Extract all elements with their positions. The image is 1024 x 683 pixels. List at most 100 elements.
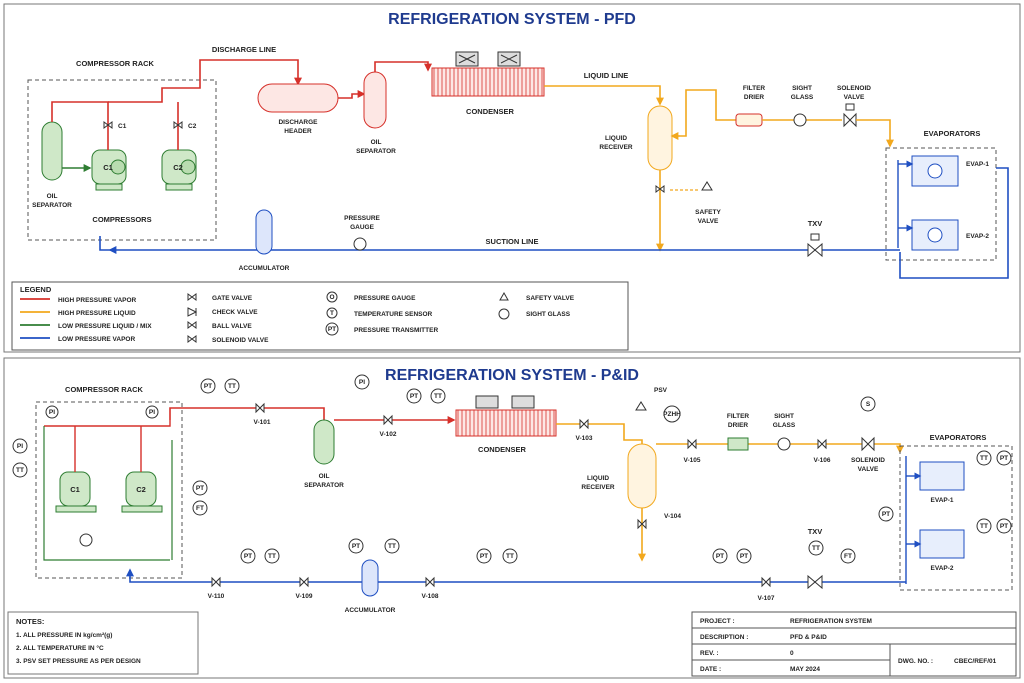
inst-pt-1: PT xyxy=(196,485,204,492)
pfd-accumulator-label: ACCUMULATOR xyxy=(239,265,290,272)
inst-pi-1: PI xyxy=(17,443,23,450)
inst-pt-4: PT xyxy=(244,553,252,560)
pid-suction-line xyxy=(126,568,906,583)
tb-date-key: DATE : xyxy=(700,666,721,673)
legend-line-label: HIGH PRESSURE VAPOR xyxy=(58,297,137,304)
inst-tt-3: TT xyxy=(434,393,442,400)
pid-condenser xyxy=(455,395,557,437)
pid-rack-header xyxy=(44,420,171,427)
pfd-evap1-label: EVAP-1 xyxy=(966,161,989,168)
pid-evap2-label: EVAP-2 xyxy=(931,565,954,572)
filter-drier-label-b: DRIER xyxy=(744,94,765,101)
pid-solenoid-s-bubble xyxy=(860,396,876,412)
pid-evap1 xyxy=(919,461,965,491)
pid-c2-base xyxy=(121,505,163,513)
inst-tt-1: TT xyxy=(16,467,24,474)
discharge-header-label-b: HEADER xyxy=(284,128,312,135)
tb-desc-key: DESCRIPTION : xyxy=(700,634,748,641)
liquid-to-filter-line xyxy=(680,89,736,137)
pfd-title: REFRIGERATION SYSTEM - PFD xyxy=(388,11,636,28)
v110-icon xyxy=(211,576,221,588)
psv-icon xyxy=(635,401,647,411)
inst-pt-5: PT xyxy=(352,543,360,550)
notes-box xyxy=(7,611,199,675)
note-2: 2. ALL TEMPERATURE IN °C xyxy=(16,644,104,652)
title-block xyxy=(691,611,1017,677)
pfd-evaporators-label: EVAPORATORS xyxy=(924,129,981,138)
solenoid-to-evap-line xyxy=(856,119,894,148)
pid-solenoid-label-b: VALVE xyxy=(858,466,879,473)
safety-valve-legend-icon xyxy=(499,291,509,301)
tb-rev-value: 0 xyxy=(790,650,794,657)
check-valve-icon xyxy=(187,307,198,317)
inst-tt-5: TT xyxy=(388,543,396,550)
suction-to-rack-line xyxy=(99,236,110,251)
legend-other-0: SAFETY VALVE xyxy=(526,295,575,302)
sight-glass-legend-icon xyxy=(498,308,510,320)
pid-discharge-line xyxy=(169,407,325,420)
discharge-header-vessel xyxy=(257,83,339,113)
inst-tt-7: TT xyxy=(812,545,820,552)
safety-valve-icon xyxy=(701,181,713,191)
pid-compressor-rack-box xyxy=(35,401,183,579)
oil-separator-label-a: OIL xyxy=(47,193,58,200)
tb-rev-key: REV. : xyxy=(700,650,719,657)
pid-sight-label-b: GLASS xyxy=(773,422,796,429)
solenoid-label-a: SOLENOID xyxy=(837,85,871,92)
pfd-liquid-receiver xyxy=(647,105,673,171)
v101-icon xyxy=(255,402,265,414)
oil-separator-vessel xyxy=(41,121,63,181)
solenoid-label-b: VALVE xyxy=(844,94,865,101)
v102-icon xyxy=(383,414,393,426)
inst-pt-9: PT xyxy=(882,511,890,518)
oil-pump-icon xyxy=(79,533,93,547)
inst-pt-3: PT xyxy=(410,393,418,400)
pfd-evaporators-box xyxy=(885,147,997,261)
legend-others: SAFETY VALVE SIGHT GLASS xyxy=(498,291,575,320)
note-1: 1. ALL PRESSURE IN kg/cm²(g) xyxy=(16,632,112,639)
txv-label: TXV xyxy=(808,219,823,228)
pfd-frame xyxy=(3,3,1021,353)
valve-c2-label: C2 xyxy=(188,123,197,130)
pid-solenoid-s: S xyxy=(866,401,871,408)
inst-pt-6: PT xyxy=(480,553,488,560)
compressors-label: COMPRESSORS xyxy=(92,215,151,224)
inst-ft-2: FT xyxy=(844,553,852,560)
legend-title: LEGEND xyxy=(20,285,52,294)
inst-tt-2: TT xyxy=(228,383,236,390)
pid-instruments: PI TT PI PI PT FT PT TT PI PT TT PT TT P… xyxy=(12,374,1012,564)
tb-dwg-value: CBEC/REF/01 xyxy=(954,658,997,665)
discharge-line-main xyxy=(108,59,302,103)
oil-sep2-label-b: SEPARATOR xyxy=(356,148,396,155)
legend-inst-sym-2: PT xyxy=(328,326,336,333)
v103-icon xyxy=(579,418,589,430)
pid-solenoid-label-a: SOLENOID xyxy=(851,457,885,464)
legend-inst-0: PRESSURE GAUGE xyxy=(354,295,416,302)
legend-inst-sym-1: T xyxy=(330,310,334,317)
legend-inst-1: TEMPERATURE SENSOR xyxy=(354,311,433,318)
valve-c1-icon xyxy=(103,121,113,129)
pid-evaporators-box xyxy=(899,445,1013,591)
oil-sep2-label-a: OIL xyxy=(371,139,382,146)
inst-tt-8: TT xyxy=(980,455,988,462)
pid-c1-base xyxy=(55,505,97,513)
pid-oil-sep-label-a: OIL xyxy=(319,473,330,480)
compressor-c2-label: C2 xyxy=(173,163,183,172)
valve-c2-icon xyxy=(173,121,183,129)
pfd-condenser-label: CONDENSER xyxy=(466,107,515,116)
evap1-fan-icon xyxy=(927,163,943,179)
pid-c1-label: C1 xyxy=(70,485,80,494)
inst-pt-8: PT xyxy=(740,553,748,560)
txv-head-icon xyxy=(810,233,820,241)
legend-line-label: HIGH PRESSURE LIQUID xyxy=(58,310,136,317)
gate-valve-icon xyxy=(187,293,197,301)
sight-glass-label-a: SIGHT xyxy=(792,85,812,92)
v101-label: V-101 xyxy=(254,419,271,426)
legend-line-label: LOW PRESSURE LIQUID / MIX xyxy=(58,323,152,330)
pid-oil-loop xyxy=(43,426,170,561)
v108-icon xyxy=(425,576,435,588)
legend-box xyxy=(11,281,629,351)
pzhh-label: PZHH xyxy=(663,411,681,418)
pid-title: REFRIGERATION SYSTEM - P&ID xyxy=(385,367,639,384)
pid-filter-label-b: DRIER xyxy=(728,422,749,429)
